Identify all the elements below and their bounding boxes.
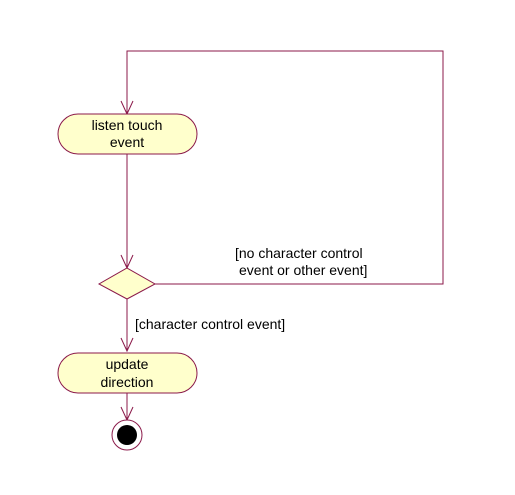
guard-loop-back-line1: [no character control [235, 245, 363, 261]
activity-update-direction: update direction [57, 352, 198, 394]
activity-listen-touch-event-label-line1: listen touch [92, 117, 163, 133]
activity-listen-touch-event-label-line2: event [110, 134, 144, 150]
decision-node [97, 267, 157, 300]
activity-update-direction-label-line1: update [106, 356, 149, 372]
guard-proceed: [character control event] [135, 316, 285, 332]
activity-listen-touch-event: listen touch event [57, 113, 198, 155]
guard-loop-back-line2: event or other event] [239, 262, 367, 278]
final-node [111, 419, 143, 451]
activity-listen-touch-event-shape [57, 113, 198, 155]
loop-back-edge [126, 50, 444, 285]
final-node-inner-dot [117, 425, 137, 445]
decision-to-update-arrowhead [120, 337, 134, 353]
activity-update-direction-label-line2: direction [101, 374, 154, 390]
activity-update-direction-shape [57, 352, 198, 394]
